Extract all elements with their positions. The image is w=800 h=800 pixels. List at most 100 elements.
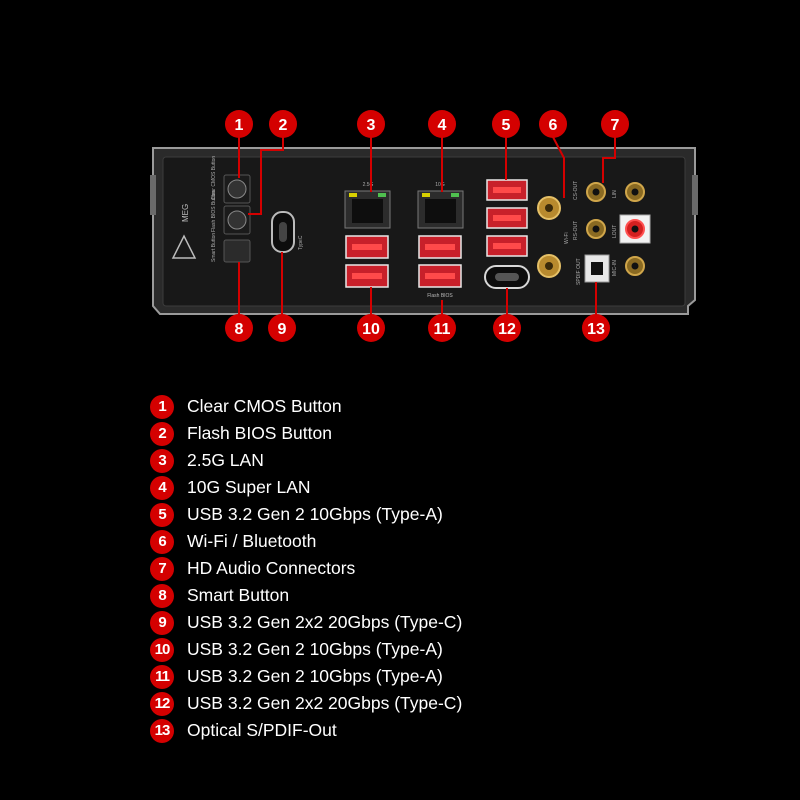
legend-label: Clear CMOS Button [187,396,342,416]
legend-label: Smart Button [187,585,290,605]
usb-a-group-10 [345,235,389,288]
legend-number-badge: 1 [150,394,174,419]
callout-badge: 4 [428,110,456,138]
line-out-caption: LOUT [612,225,618,238]
callout-badge: 7 [601,110,629,138]
callout-badge-circle [428,110,456,138]
legend-label: USB 3.2 Gen 2 10Gbps (Type-A) [187,666,443,686]
button-column: Clear CMOS Button Flash BIOS Button Smar… [211,156,251,263]
usb-a-group-5 [486,179,528,257]
callout-badge: 3 [357,110,385,138]
callout-badge-circle [269,110,297,138]
shield-tab-right [692,175,698,215]
callout-badge-number: 11 [434,321,451,338]
legend-label: 10G Super LAN [187,477,311,497]
callout-badge-circle [601,110,629,138]
callout-badge-number: 8 [235,321,244,338]
legend-label: Flash BIOS Button [187,423,332,443]
usb-c-port-right [484,265,530,289]
legend-label: HD Audio Connectors [187,558,356,578]
legend-number-badge: 5 [150,502,174,527]
spdif-port: SPDIF OUT [576,254,610,285]
legend-number-badge: 9 [150,610,174,635]
legend-label: Optical S/PDIF-Out [187,720,337,740]
callout-badge-circle [493,314,521,342]
clear-cmos-caption: Clear CMOS Button [211,156,217,200]
flash-bios-port-caption: Flash BIOS [427,293,453,299]
legend-item: 13 Optical S/PDIF-Out [150,717,462,744]
clear-cmos-button-knob [227,179,247,199]
legend-number-badge: 4 [150,475,174,500]
legend-number-badge: 6 [150,529,174,554]
legend-number-badge: 3 [150,448,174,473]
legend-item: 6 Wi-Fi / Bluetooth [150,528,462,555]
legend-item: 11 USB 3.2 Gen 2 10Gbps (Type-A) [150,663,462,690]
legend-number-badge: 11 [150,664,174,689]
callout-badge: 9 [268,314,296,342]
legend-item: 12 USB 3.2 Gen 2x2 20Gbps (Type-C) [150,690,462,717]
wifi-antenna-connectors: Wi-Fi [537,196,570,278]
audio-jacks: CS-OUT RS-OUT LIN LOUT MIC-IN [573,181,651,276]
legend-number-badge: 13 [150,718,174,743]
lan-10g-caption: 10G [435,182,445,188]
legend-item: 1 Clear CMOS Button [150,393,462,420]
flash-bios-caption: Flash BIOS Button [211,190,217,232]
brand-text: MEG [181,204,190,222]
callout-badge: 2 [269,110,297,138]
callout-lines [238,136,616,316]
spdif-caption: SPDIF OUT [576,258,582,285]
shield-tab-left [150,175,156,215]
legend-number-badge: 12 [150,691,174,716]
callout-badge-circle [428,314,456,342]
smart-button [223,239,251,263]
legend-label: Wi-Fi / Bluetooth [187,531,317,551]
callout-badge: 5 [492,110,520,138]
legend-label: 2.5G LAN [187,450,264,470]
callout-badge-number: 3 [367,117,376,134]
type-c-caption: TypeC [298,235,304,250]
cs-out-caption: CS-OUT [573,181,579,200]
callout-badge: 6 [539,110,567,138]
callout-badge: 8 [225,314,253,342]
legend-number-badge: 7 [150,556,174,581]
callout-badge-number: 5 [502,117,511,134]
callout-badge-number: 4 [438,117,447,134]
callout-badge: 11 [428,314,456,342]
callout-badge-number: 9 [278,321,287,338]
callout-badge-circle [268,314,296,342]
callout-badge-circle [539,110,567,138]
callout-badge-number: 1 [235,117,244,134]
wifi-caption: Wi-Fi [564,232,570,244]
rs-out-caption: RS-OUT [573,221,579,240]
smart-button-caption: Smart Button [211,233,217,262]
lan-port-10g: 10G [417,182,464,229]
lan-port-2-5g: 2.5G [344,182,391,229]
callout-badge-circle [225,110,253,138]
mic-in-caption: MIC-IN [612,260,618,276]
legend-label: USB 3.2 Gen 2 10Gbps (Type-A) [187,639,443,659]
callout-badge-circle [582,314,610,342]
callout-badge-number: 12 [498,321,516,338]
callout-badge: 12 [493,314,521,342]
line-in-caption: LIN [612,190,618,198]
meg-logo: MEG [171,204,197,259]
legend-item: 4 10G Super LAN [150,474,462,501]
usb-a-group-11: Flash BIOS [418,235,462,299]
legend-item: 8 Smart Button [150,582,462,609]
lan-2-5g-caption: 2.5G [363,182,374,188]
legend-item: 7 HD Audio Connectors [150,555,462,582]
legend-label: USB 3.2 Gen 2x2 20Gbps (Type-C) [187,693,463,713]
callout-badge: 1 [225,110,253,138]
callout-badge: 10 [357,314,385,342]
legend-item: 3 2.5G LAN [150,447,462,474]
callout-badge-circle [357,110,385,138]
callout-badge: 13 [582,314,610,342]
legend-number-badge: 8 [150,583,174,608]
flash-bios-button-knob [227,210,247,230]
